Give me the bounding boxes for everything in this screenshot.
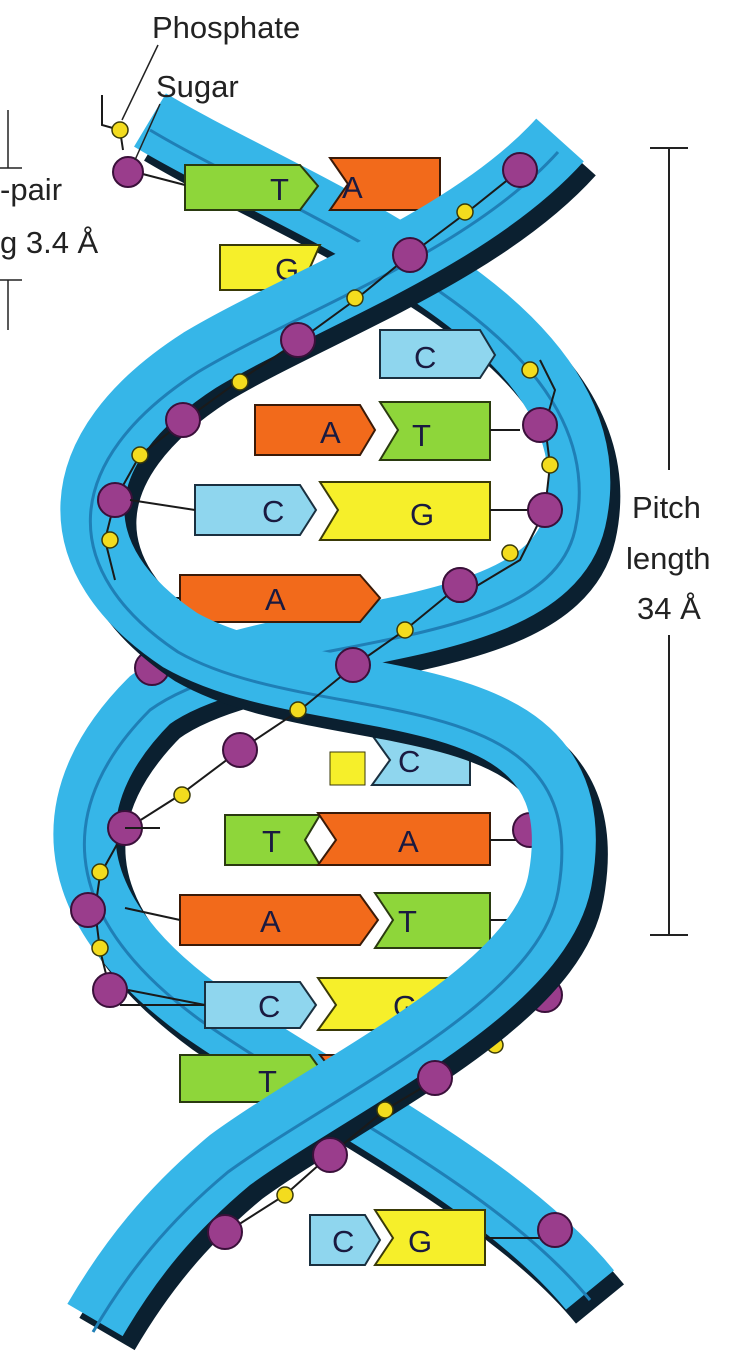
phosphate-icon [502,545,518,561]
sugar-icon [503,153,537,187]
phosphate-icon [174,787,190,803]
sugar-icon [71,893,105,927]
phosphate-icon [92,864,108,880]
base-letter: C [332,1224,354,1259]
pitch-label-line3: 34 Å [637,591,701,626]
base-thymine [375,893,490,948]
phosphate-icon [397,622,413,638]
sugar-icon [313,1138,347,1172]
phosphate-icon [277,1187,293,1203]
sugar-icon [418,1061,452,1095]
sugar-icon [523,408,557,442]
base-thymine [185,165,318,210]
phosphate-icon [457,204,473,220]
base-letter: A [342,170,363,205]
base-letter: G [410,497,434,532]
base-thymine [380,402,490,460]
base-pair-4: A T [255,402,490,460]
base-letter: C [414,340,436,375]
base-pair-bracket [0,110,22,330]
phosphate-icon [112,122,128,138]
base-pair-9: A T [180,893,490,948]
sugar-icon [443,568,477,602]
base-letter: A [260,904,281,939]
base-guanine [330,752,365,785]
base-letter: A [398,824,419,859]
phosphate-icon [92,940,108,956]
base-pair-3: C [380,330,495,378]
base-letter: A [320,415,341,450]
base-letter: A [265,582,286,617]
sugar-icon [223,733,257,767]
phosphate-leader-line [122,45,158,120]
base-letter: C [398,744,420,779]
base-letter: C [262,494,284,529]
sugar-icon [281,323,315,357]
phosphate-icon [232,374,248,390]
base-cytosine [195,485,316,535]
base-letter: T [412,418,431,453]
top-nucleotide [102,95,143,187]
pitch-label-line1: Pitch [632,490,701,525]
base-cytosine [380,330,495,378]
phosphate-icon [347,290,363,306]
base-pair-8: T A [225,813,490,865]
phosphate-icon [522,362,538,378]
base-pair-12: C G [310,1210,485,1265]
base-letter: T [270,172,289,207]
sugar-icon [93,973,127,1007]
phosphate-icon [290,702,306,718]
pitch-label-line2: length [626,541,710,576]
sugar-icon [393,238,427,272]
base-letter: T [398,904,417,939]
base-pair-label-line1: -pair [0,172,62,207]
phosphate-icon [102,532,118,548]
base-adenine [255,405,375,455]
base-letter: G [408,1224,432,1259]
sugar-icon [98,483,132,517]
sugar-icon [336,648,370,682]
sugar-icon [208,1215,242,1249]
sugar-icon [538,1213,572,1247]
base-pair-5: C G [195,482,490,540]
sugar-label: Sugar [156,69,239,104]
sugar-icon [528,493,562,527]
sugar-icon [166,403,200,437]
sugar-icon [113,157,143,187]
phosphate-label: Phosphate [152,10,300,45]
phosphate-icon [132,447,148,463]
base-pair-label-line2: g 3.4 Å [0,225,99,260]
phosphate-icon [377,1102,393,1118]
base-letter: C [258,989,280,1024]
phosphate-icon [542,457,558,473]
base-guanine [320,482,490,540]
base-pair-6: A [180,575,380,622]
base-letter: T [262,824,281,859]
